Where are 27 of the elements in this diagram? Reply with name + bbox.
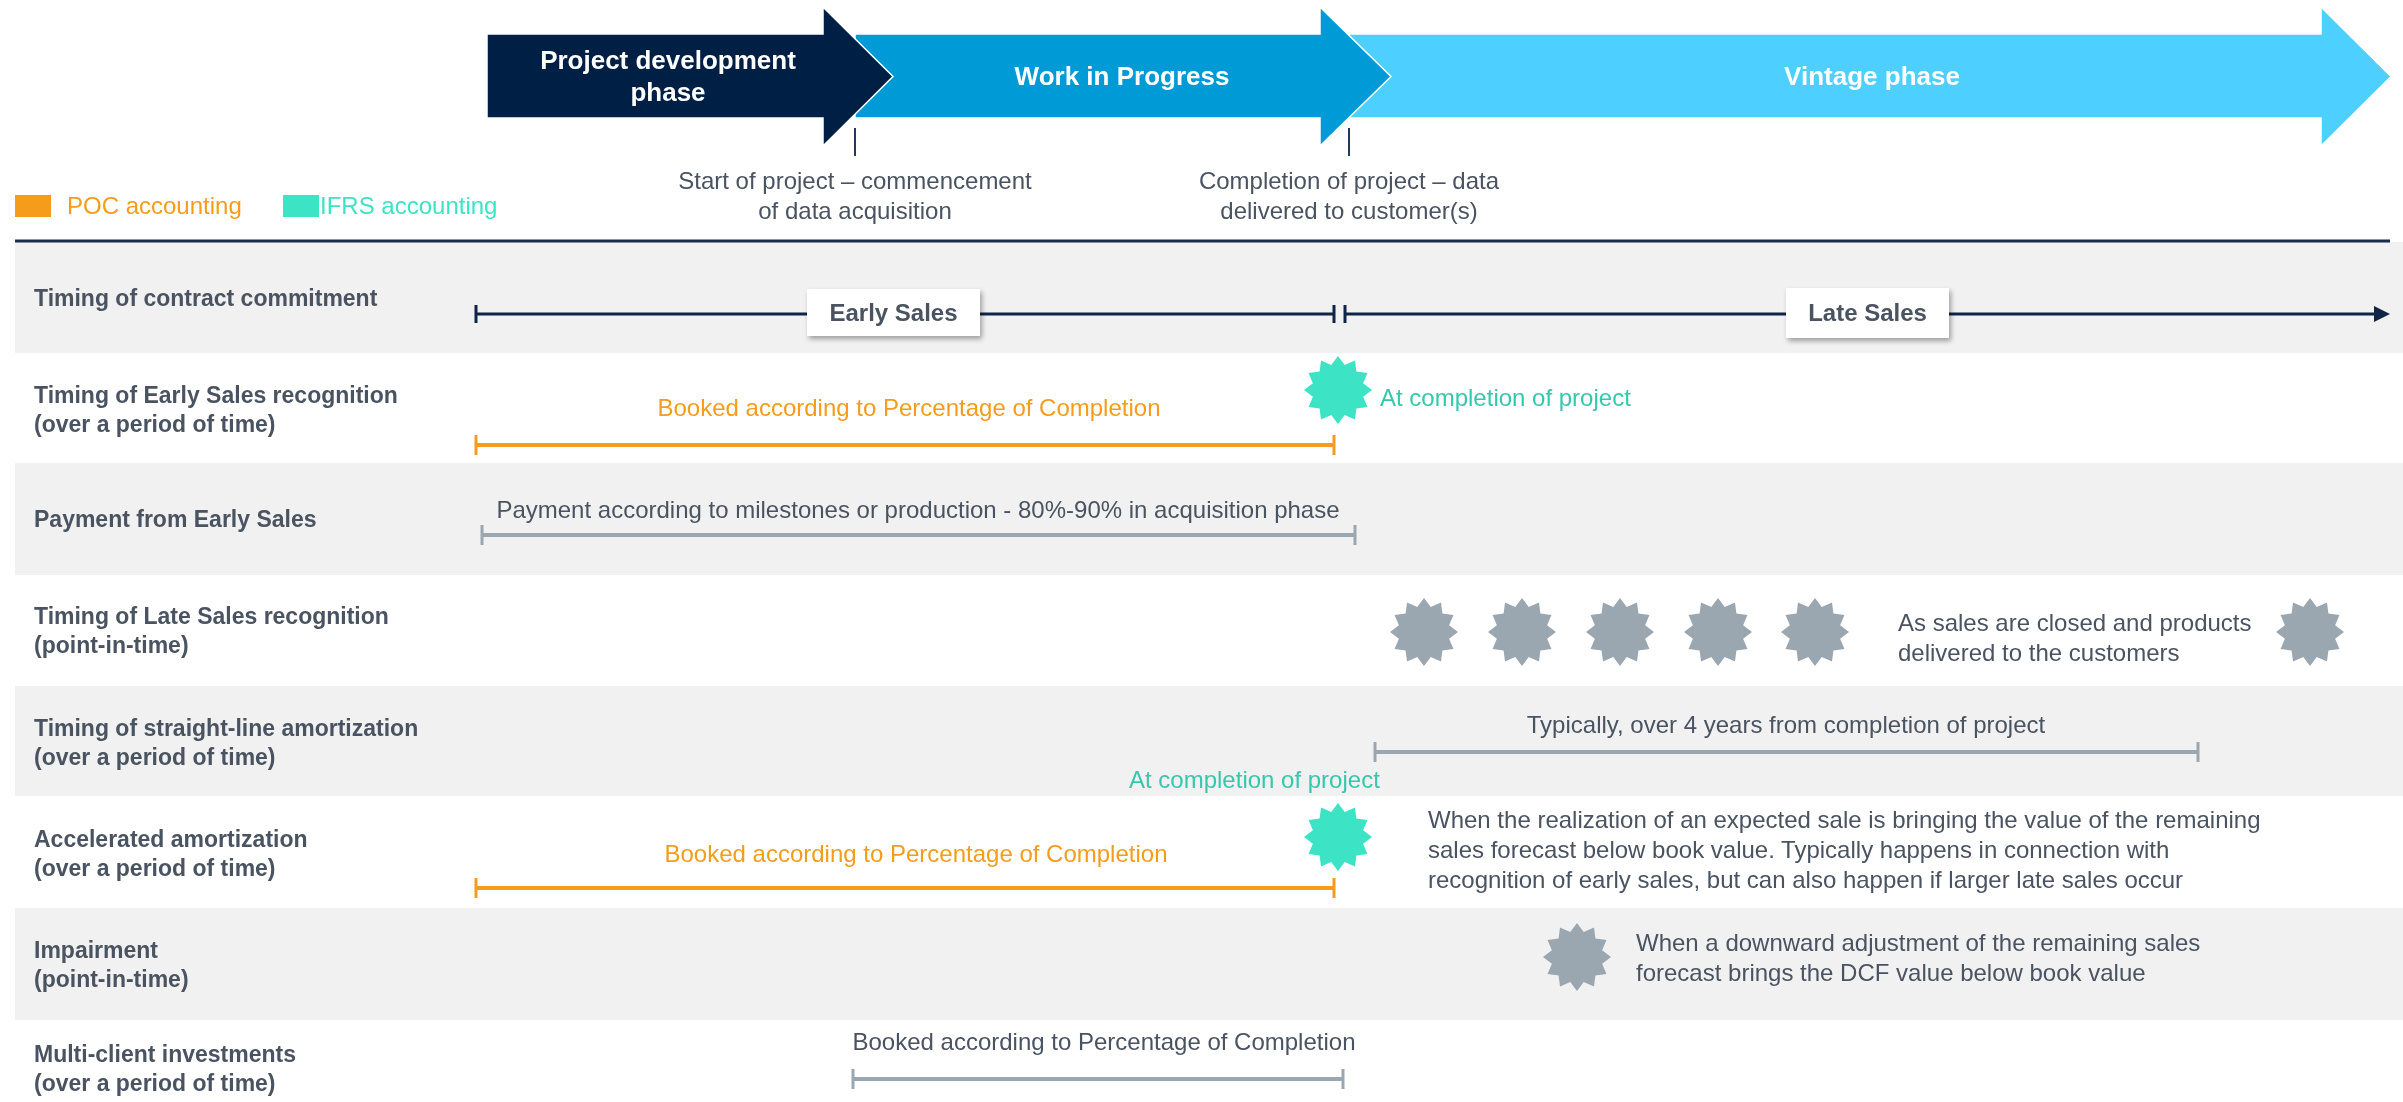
phase-label: Vintage phase (1783, 60, 1961, 93)
row-heading: Payment from Early Sales (34, 505, 318, 534)
annotation-text: Start of project – commencement of data acquisition (677, 166, 1033, 226)
legend-label: POC accounting (67, 191, 242, 221)
annotation-text: When the realization of an expected sale is bringing the value of the remaining sales forecast below book value. Typically happens in connection with recognition of early sales, but can also happen if larger late sales occur (1428, 805, 2262, 895)
legend-label: IFRS accounting (320, 191, 498, 221)
span-label: Booked according to Percentage of Completion (656, 393, 1162, 423)
row-heading: Accelerated amortization (over a period of time) (34, 825, 309, 883)
row-heading: Timing of contract commitment (34, 284, 379, 313)
span-label: At completion of project (1129, 765, 1381, 795)
sales-period-tag: Late Sales (1786, 288, 1949, 338)
annotation-text: When a downward adjustment of the remaining sales forecast brings the DCF value below book value (1636, 928, 2202, 988)
row-heading: Timing of Late Sales recognition (point-in-time) (34, 602, 390, 660)
span-label: Booked according to Percentage of Completion (851, 1027, 1357, 1057)
span-label: At completion of project (1380, 383, 1632, 413)
phase-label: Work in Progress (1013, 60, 1231, 93)
span-label: Payment according to milestones or production - 80%-90% in acquisition phase (495, 495, 1341, 525)
annotation-text: Completion of project – data delivered to customer(s) (1197, 166, 1501, 226)
row-heading: Multi-client investments (over a period of time) (34, 1040, 297, 1098)
row-heading: Timing of Early Sales recognition (over a period of time) (34, 381, 399, 439)
row-heading: Timing of straight-line amortization (over a period of time) (34, 714, 420, 772)
annotation-text: As sales are closed and products delivered to the customers (1898, 608, 2253, 668)
row-heading: Impairment (point-in-time) (34, 936, 190, 994)
sales-period-tag: Early Sales (807, 289, 980, 336)
span-label: Booked according to Percentage of Completion (663, 839, 1169, 869)
phase-label: Project development phase (539, 44, 797, 109)
span-label: Typically, over 4 years from completion of project (1525, 710, 2047, 740)
